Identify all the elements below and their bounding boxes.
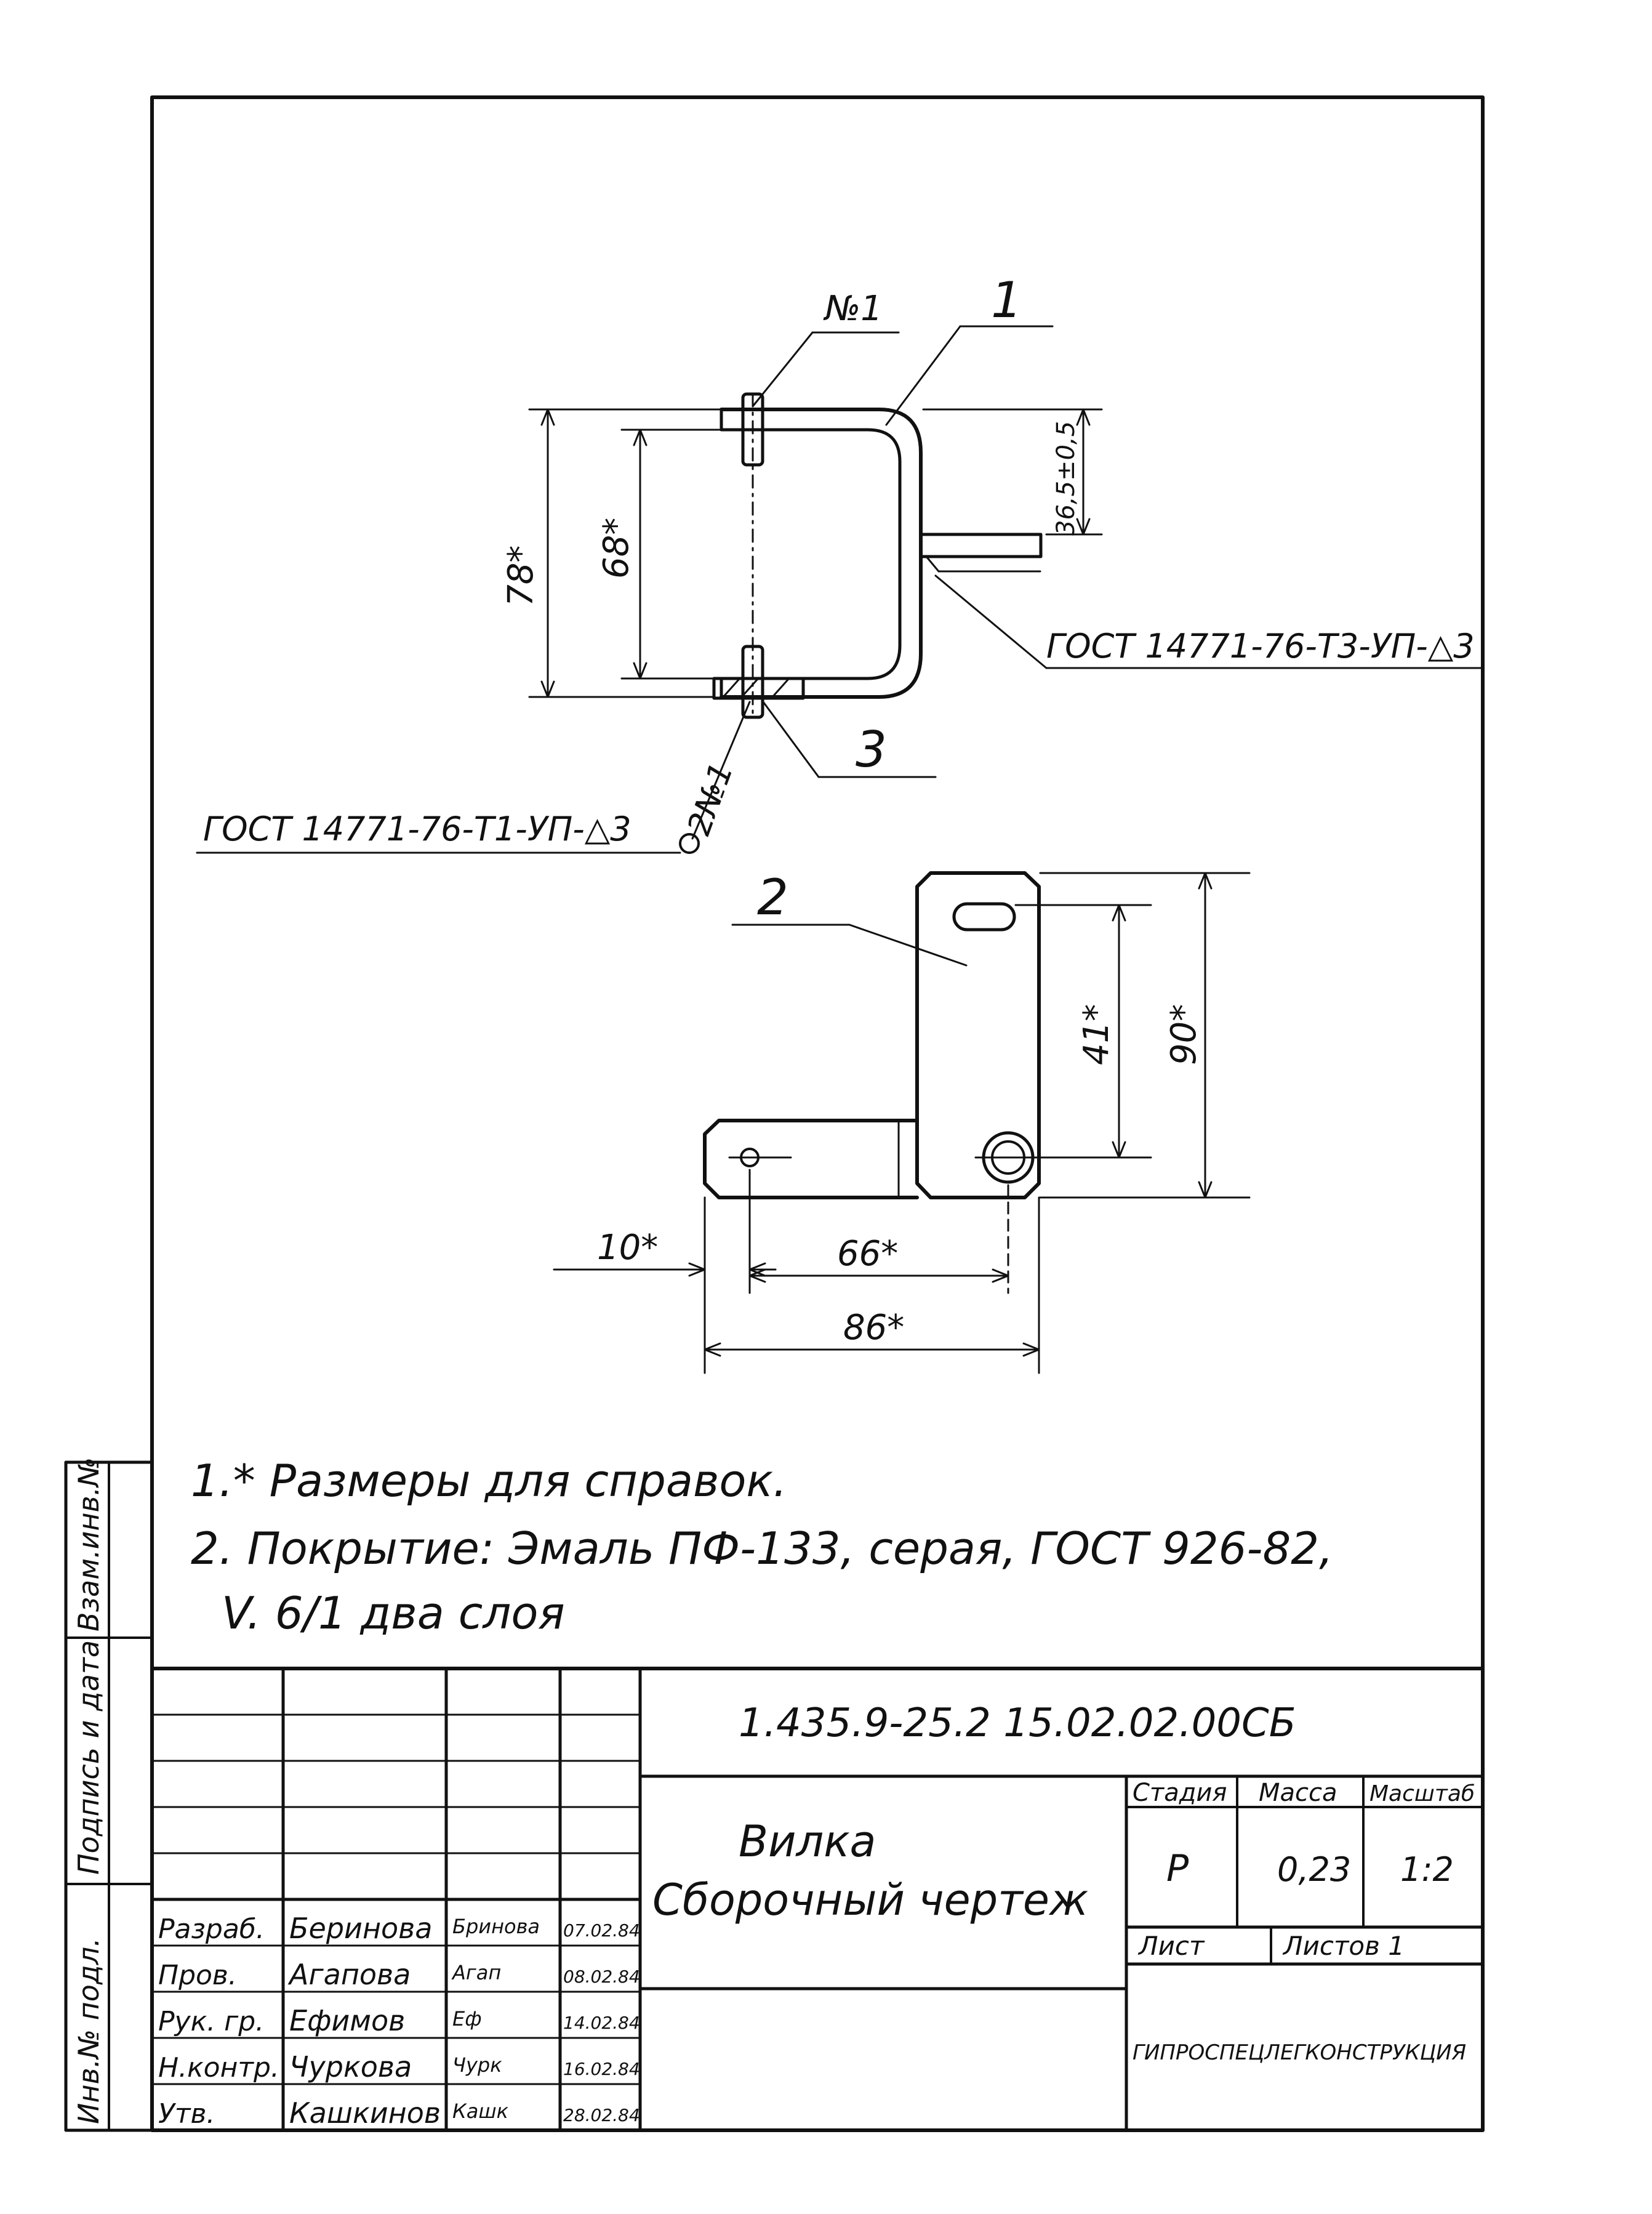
sheets-label: Листов 1 bbox=[1282, 1931, 1405, 1961]
u-bracket-inner bbox=[720, 428, 902, 680]
sheet-label: Лист bbox=[1137, 1931, 1205, 1961]
foot-outline bbox=[703, 1119, 919, 1199]
signer-row-2: Рук. гр. Ефимов Еф 14.02.84 bbox=[158, 2004, 640, 2037]
signer-role: Разраб. bbox=[158, 1914, 265, 1945]
organization-name: ГИПРОСПЕЦЛЕГКОНСТРУКЦИЯ bbox=[1133, 2040, 1466, 2065]
signer-signature: Чурк bbox=[452, 2053, 502, 2077]
signer-row-3: Н.контр. Чуркова Чурк 16.02.84 bbox=[158, 2050, 640, 2083]
weld-number-top: №1 bbox=[823, 289, 883, 329]
weld-number-bottom: 2№1 bbox=[681, 758, 741, 840]
slot-hole bbox=[952, 902, 1016, 932]
signer-signature: Агап bbox=[451, 1961, 501, 1984]
balloon-part-3: 3 bbox=[856, 721, 887, 778]
signer-name: Агапова bbox=[287, 1958, 411, 1991]
top-view: 78* 68* 36,5±0,5 №1 1 ГОСТ 14771-76-Т3-У… bbox=[196, 272, 1485, 854]
signer-row-4: Утв. Кашкинов Кашк 28.02.84 bbox=[158, 2096, 640, 2130]
dim-left-offset: 10* bbox=[597, 1228, 658, 1268]
note-line-3: V. 6/1 два слоя bbox=[222, 1587, 565, 1639]
dim-plate-hole-spacing: 41* bbox=[1077, 1004, 1117, 1065]
balloon-part-1: 1 bbox=[991, 272, 1022, 329]
signer-row-0: Разраб. Беринова Бринова 07.02.84 bbox=[158, 1912, 640, 1945]
signer-name: Чуркова bbox=[289, 2050, 412, 2083]
bottom-plate-section bbox=[712, 677, 805, 700]
stage-label: Стадия bbox=[1133, 1779, 1227, 1807]
signer-role: Рук. гр. bbox=[158, 2006, 264, 2037]
side-inv-podl: Инв.№ подл. bbox=[72, 1938, 105, 2124]
note-line-1: 1.* Размеры для справок. bbox=[191, 1455, 787, 1507]
signer-role: Пров. bbox=[158, 1960, 237, 1991]
notes: 1.* Размеры для справок. 2. Покрытие: Эм… bbox=[191, 1455, 1333, 1639]
scale-value: 1:2 bbox=[1400, 1850, 1454, 1889]
side-sign-date: Подпись и дата bbox=[72, 1640, 105, 1875]
sheet-frame bbox=[150, 95, 1485, 2132]
signer-date: 07.02.84 bbox=[563, 1920, 640, 1941]
note-line-2: 2. Покрытие: Эмаль ПФ-133, серая, ГОСТ 9… bbox=[191, 1523, 1333, 1574]
signer-role: Н.контр. bbox=[158, 2052, 279, 2083]
weld-symbol-left: ГОСТ 14771-76-Т1-УП-△3 bbox=[203, 810, 632, 848]
dim-top-inner-height: 68* bbox=[596, 518, 636, 579]
dim-top-outer-height: 78* bbox=[501, 545, 541, 606]
dim-overall-width: 86* bbox=[843, 1308, 904, 1348]
scale-label: Масштаб bbox=[1369, 1781, 1475, 1806]
stage-value: Р bbox=[1166, 1847, 1189, 1890]
plate-outline bbox=[915, 871, 1041, 1199]
u-bracket-outline bbox=[720, 408, 923, 699]
signer-name: Беринова bbox=[289, 1912, 432, 1945]
dim-top-offset: 36,5±0,5 bbox=[1052, 421, 1080, 536]
signer-date: 14.02.84 bbox=[563, 2013, 640, 2033]
signer-row-1: Пров. Агапова Агап 08.02.84 bbox=[158, 1958, 640, 1991]
signer-signature: Кашк bbox=[452, 2099, 509, 2123]
dim-plate-height: 90* bbox=[1164, 1004, 1204, 1065]
signer-name: Ефимов bbox=[289, 2004, 405, 2037]
drawing-designation: 1.435.9-25.2 15.02.02.00СБ bbox=[739, 1701, 1296, 1746]
signer-signature: Бринова bbox=[452, 1915, 540, 1938]
title-block: 1.435.9-25.2 15.02.02.00СБ Вилка Сборочн… bbox=[150, 1667, 1485, 2132]
front-view: 2 41* 90* 10* 66* 86* bbox=[553, 869, 1251, 1374]
side-vzam-inv: Взам.инв.№ bbox=[72, 1457, 105, 1632]
signer-role: Утв. bbox=[158, 2098, 215, 2130]
balloon-part-2: 2 bbox=[757, 869, 788, 926]
signer-name: Кашкинов bbox=[289, 2096, 441, 2130]
signer-date: 16.02.84 bbox=[563, 2059, 640, 2079]
drawing-kind: Сборочный чертеж bbox=[652, 1875, 1088, 1925]
signer-signature: Еф bbox=[452, 2007, 482, 2031]
side-stamp: Взам.инв.№ Подпись и дата Инв.№ подл. bbox=[64, 1457, 154, 2132]
dim-hole-to-hole: 66* bbox=[837, 1234, 898, 1274]
weld-symbol-right: ГОСТ 14771-76-Т3-УП-△3 bbox=[1046, 627, 1475, 666]
mass-value: 0,23 bbox=[1277, 1850, 1351, 1889]
part-name: Вилка bbox=[739, 1816, 876, 1867]
signer-date: 28.02.84 bbox=[563, 2105, 640, 2125]
mass-label: Масса bbox=[1259, 1779, 1337, 1807]
signer-date: 08.02.84 bbox=[563, 1966, 640, 1987]
side-lug bbox=[919, 533, 1043, 558]
